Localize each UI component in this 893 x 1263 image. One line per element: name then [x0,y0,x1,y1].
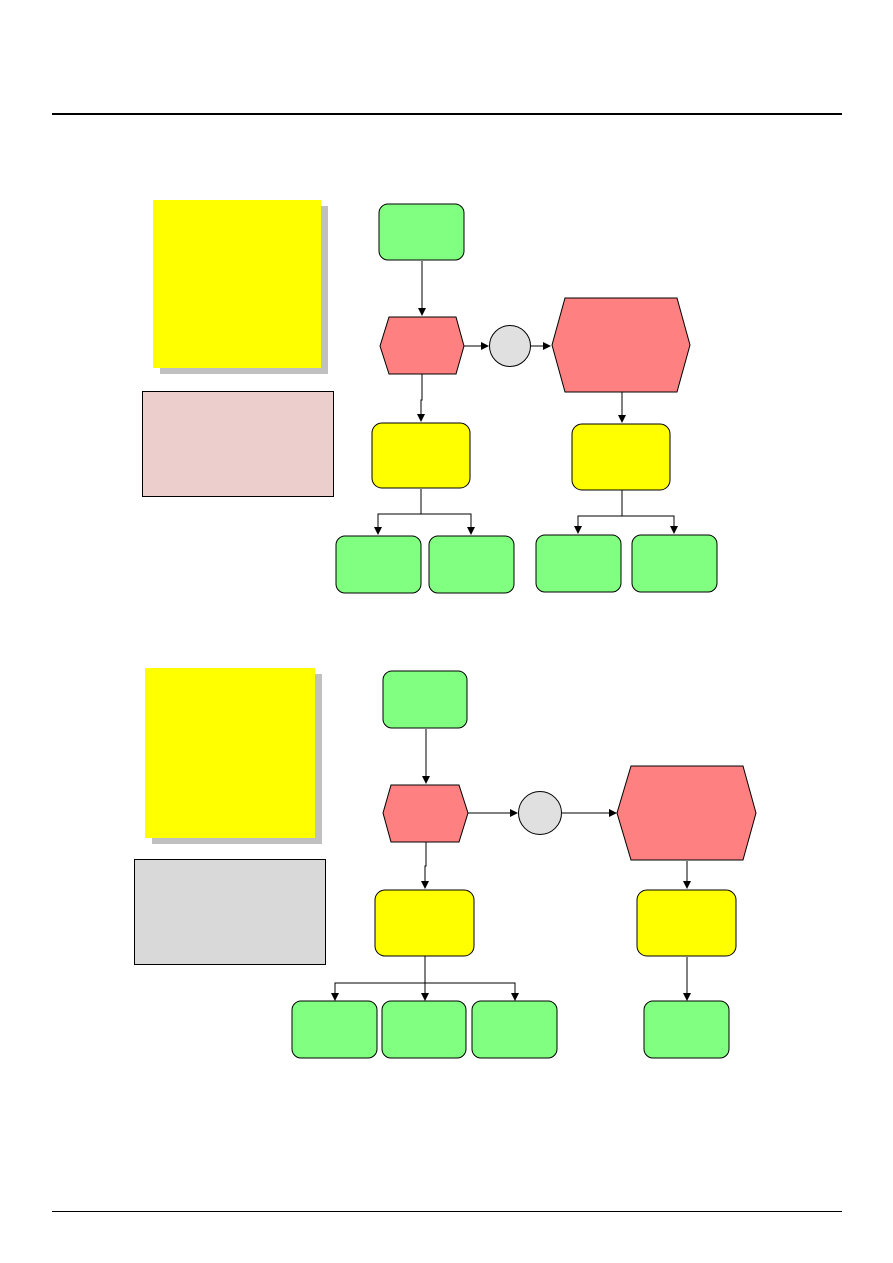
function-node [371,422,471,489]
decision-node-large [616,765,757,861]
decision-node [382,784,469,843]
end-event [335,535,422,594]
end-event [631,534,718,593]
info-box [142,391,334,497]
footer-rule [52,1211,842,1212]
start-event [382,670,468,729]
decision-node [379,316,465,375]
process-diagram-1 [142,200,718,594]
header-rule [52,113,842,115]
start-event [378,203,465,261]
end-event [428,535,515,594]
end-event [471,1000,558,1059]
function-node [374,889,475,957]
connector-lines [374,261,678,535]
end-event [643,1000,730,1059]
connector-circle [489,325,531,367]
end-event [381,1000,467,1059]
function-node [636,889,737,957]
function-node [571,423,671,491]
connector-lines [331,729,691,1001]
sticky-note [153,200,321,368]
decision-node-large [551,297,691,393]
connector-circle [518,791,562,835]
end-event [291,1000,378,1059]
info-box [134,859,326,965]
end-event [535,534,622,593]
process-diagram-2 [134,668,757,1059]
sticky-note [145,668,315,838]
